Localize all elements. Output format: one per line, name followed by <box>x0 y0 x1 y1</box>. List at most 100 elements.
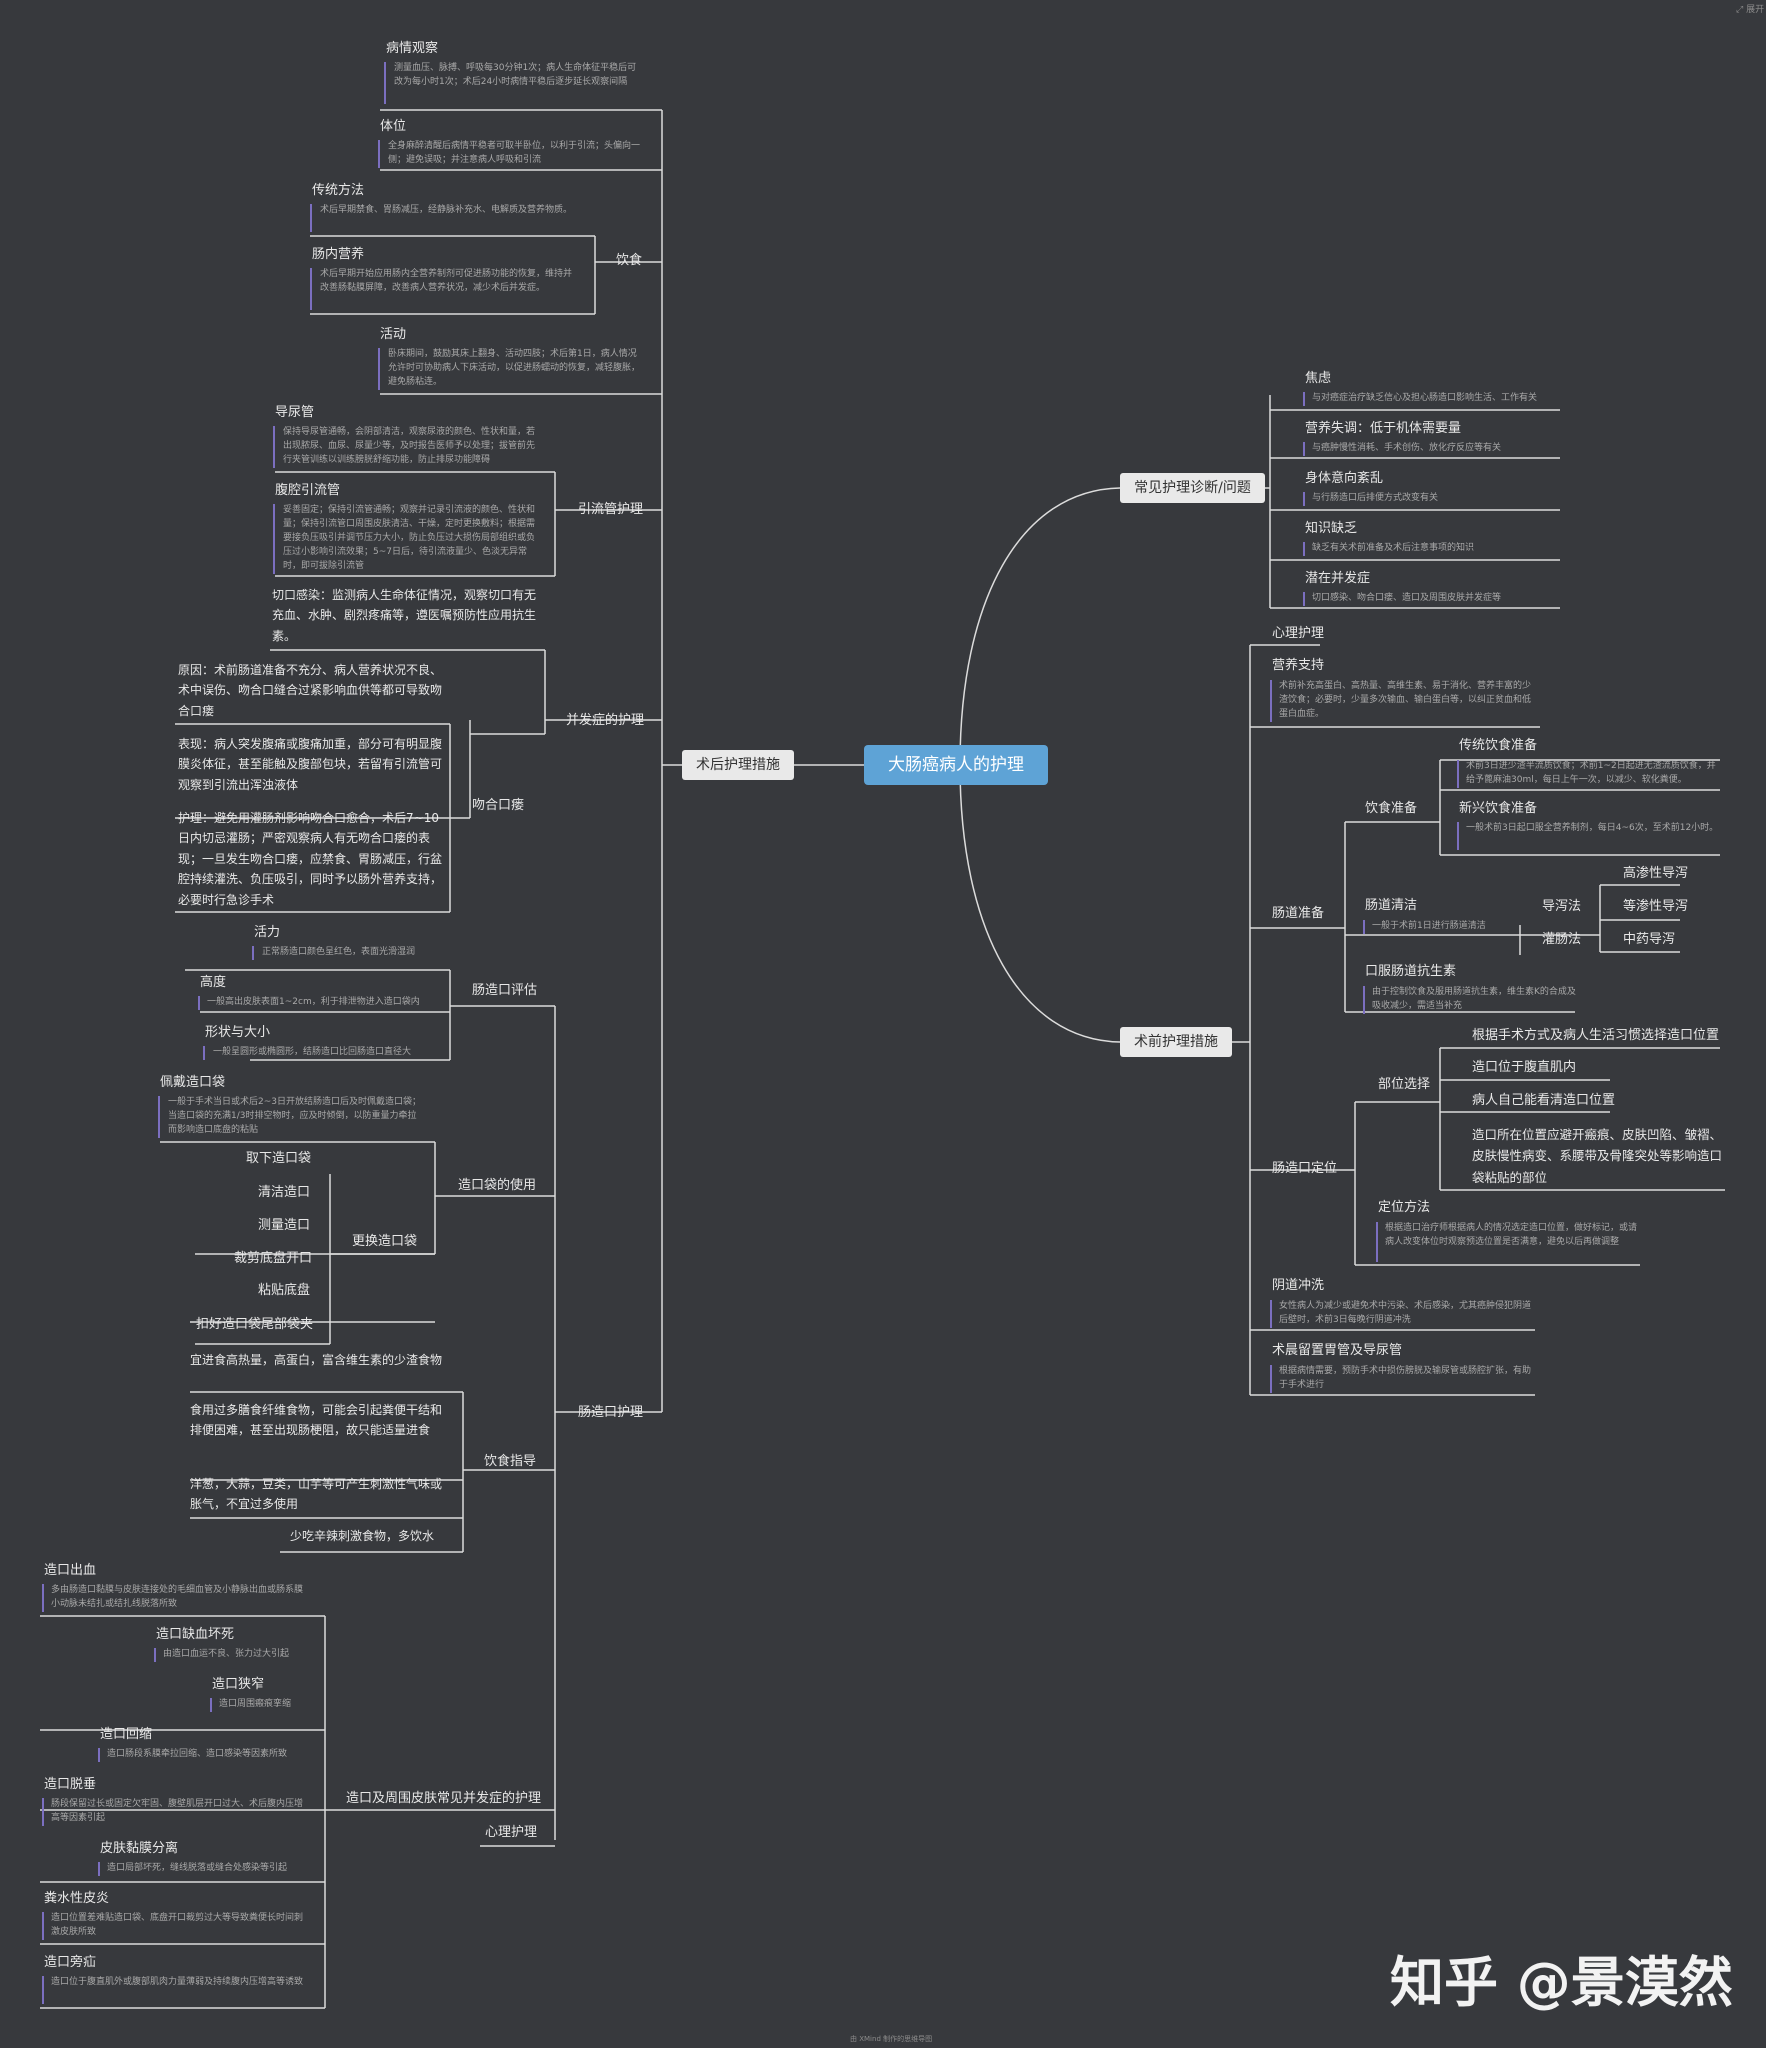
site-item[interactable]: 造口所在位置应避开瘢痕、皮肤凹陷、皱褶、皮肤慢性病变、系腰带及骨隆突处等影响造口… <box>1472 1127 1723 1185</box>
branch-nursing-diagnosis[interactable]: 常见护理诊断/问题 <box>1120 473 1265 503</box>
diag-body-image-desc: 与行肠造口后排便方式改变有关 <box>1312 493 1439 503</box>
preop-antibiotic[interactable]: 口服肠道抗生素 <box>1365 964 1457 979</box>
skin-complication-item[interactable]: 造口缺血坏死 <box>156 1627 235 1642</box>
footer-credit: 由 XMind 制作的思维导图 <box>850 2035 933 2043</box>
remove-stoma-bag[interactable]: 取下造口袋 <box>246 1151 312 1166</box>
leak-cause[interactable]: 原因：术前肠道准备不充分、病人营养状况不良、术中误伤、吻合口缝合过紧影响血供等都… <box>178 663 443 718</box>
stoma-shape-size[interactable]: 形状与大小 <box>205 1025 271 1040</box>
postop-stoma-psych[interactable]: 心理护理 <box>485 1825 538 1840</box>
zhihu-watermark: 知乎 @景漠然 <box>1390 1951 1733 2014</box>
diet-guidance-item[interactable]: 食用过多膳食纤维食物，可能会引起粪便干结和排便困难，甚至出现肠梗阻，故只能适量进… <box>190 1403 443 1438</box>
preop-new-diet-desc: 一般术前3日起口服全营养制剂，每日4~6次，至术前12小时。 <box>1466 823 1719 833</box>
diag-complication-desc: 切口感染、吻合口瘘、造口及周围皮肤并发症等 <box>1312 593 1502 603</box>
preop-bowel-prep[interactable]: 肠道准备 <box>1272 906 1325 921</box>
skin-complication-item[interactable]: 造口脱垂 <box>44 1777 97 1792</box>
diag-complication[interactable]: 潜在并发症 <box>1305 571 1371 586</box>
diet-guidance[interactable]: 饮食指导 <box>484 1454 537 1469</box>
change-stoma-bag[interactable]: 更换造口袋 <box>352 1234 418 1249</box>
preop-nutrition[interactable]: 营养支持 <box>1272 658 1325 673</box>
diag-anxiety[interactable]: 焦虑 <box>1305 371 1332 386</box>
diet-guidance-item[interactable]: 洋葱，大蒜，豆类，山芋等可产生刺激性气味或胀气，不宜过多使用 <box>190 1477 443 1512</box>
skin-complication-item[interactable]: 造口回缩 <box>100 1727 153 1742</box>
skin-complication-desc: 多由肠造口黏膜与皮肤连接处的毛细血管及小静脉出血或肠系膜小动脉未结扎或结扎线脱落… <box>51 1585 304 1609</box>
postop-drainage[interactable]: 引流管护理 <box>578 502 644 517</box>
preop-enema[interactable]: 灌肠法 <box>1542 932 1582 947</box>
postop-wound-infection[interactable]: 切口感染：监测病人生命体征情况，观察切口有无充血、水肿、剧烈疼痛等，遵医嘱预防性… <box>272 588 537 643</box>
skin-complication-desc: 造口局部坏死，缝线脱落或缝合处感染等引起 <box>107 1863 288 1873</box>
preop-vaginal-irrigation[interactable]: 阴道冲洗 <box>1272 1278 1325 1293</box>
site-item[interactable]: 造口位于腹直肌内 <box>1472 1060 1577 1075</box>
skin-complication-desc: 由造口血运不良、张力过大引起 <box>163 1649 290 1659</box>
skin-complication-item[interactable]: 皮肤黏膜分离 <box>100 1841 179 1856</box>
skin-complication-desc: 造口位于腹直肌外或腹部肌肉力量薄弱及持续腹内压增高等诱致 <box>51 1977 304 1987</box>
diag-malnutrition[interactable]: 营养失调：低于机体需要量 <box>1305 421 1462 436</box>
root-topic[interactable]: 大肠癌病人的护理 <box>864 745 1048 785</box>
stoma-assessment[interactable]: 肠造口评估 <box>472 983 538 998</box>
postop-observation[interactable]: 病情观察 <box>386 41 439 56</box>
stoma-height[interactable]: 高度 <box>200 975 227 990</box>
skin-complication-desc: 造口位置差难贴造口袋、底盘开口裁剪过大等导致粪便长时间刺激皮肤所致 <box>51 1913 304 1937</box>
postop-diet-traditional[interactable]: 传统方法 <box>312 183 365 198</box>
preop-new-diet[interactable]: 新兴饮食准备 <box>1459 801 1538 816</box>
postop-stoma-care[interactable]: 肠造口护理 <box>578 1405 644 1420</box>
preop-positioning-method[interactable]: 定位方法 <box>1378 1200 1431 1215</box>
preop-psych[interactable]: 心理护理 <box>1272 626 1325 641</box>
preop-bowel-cleaning[interactable]: 肠道清洁 <box>1365 898 1418 913</box>
change-step[interactable]: 清洁造口 <box>258 1185 311 1200</box>
preop-stoma-positioning[interactable]: 肠造口定位 <box>1272 1161 1338 1176</box>
skin-complication-item[interactable]: 造口旁疝 <box>44 1955 97 1970</box>
expand-label: 展开 <box>1746 5 1765 15</box>
postop-diet[interactable]: 饮食 <box>616 253 643 268</box>
skin-complication-desc: 造口周围瘢痕挛缩 <box>219 1699 292 1709</box>
preop-positioning-method-desc: 根据造口治疗师根据病人的情况选定造口位置，做好标记，或请病人改变体位时观察预选位… <box>1385 1223 1638 1247</box>
diag-malnutrition-desc: 与癌肿慢性消耗、手术创伤、放化疗反应等有关 <box>1312 443 1502 453</box>
preop-high-osmotic[interactable]: 高渗性导泻 <box>1623 866 1689 881</box>
preop-nutrition-desc: 术前补充高蛋白、高热量、高维生素、易于消化、营养丰富的少渣饮食；必要时，少量多次… <box>1279 681 1532 719</box>
diag-anxiety-desc: 与对癌症治疗缺乏信心及担心肠造口影响生活、工作有关 <box>1312 393 1538 403</box>
stoma-vitality[interactable]: 活力 <box>254 925 281 940</box>
postop-urinary-catheter[interactable]: 导尿管 <box>275 405 315 420</box>
postop-diet-enteral-desc: 术后早期开始应用肠内全营养制剂可促进肠功能的恢复，维持并改善肠黏膜屏障，改善病人… <box>320 269 573 293</box>
branch-preop-care[interactable]: 术前护理措施 <box>1120 1027 1232 1057</box>
postop-position[interactable]: 体位 <box>380 119 407 134</box>
skin-complication-item[interactable]: 粪水性皮炎 <box>44 1891 110 1906</box>
skin-complication-item[interactable]: 造口狭窄 <box>212 1677 265 1692</box>
postop-activity[interactable]: 活动 <box>380 327 407 342</box>
preop-site-selection[interactable]: 部位选择 <box>1378 1077 1431 1092</box>
postop-complications[interactable]: 并发症的护理 <box>566 713 645 728</box>
diag-knowledge-desc: 缺乏有关术前准备及术后注意事项的知识 <box>1312 543 1475 553</box>
diet-guidance-item[interactable]: 少吃辛辣刺激食物，多饮水 <box>290 1529 435 1543</box>
postop-observation-desc: 测量血压、脉搏、呼吸每30分钟1次；病人生命体征平稳后可改为每小时1次；术后24… <box>394 63 637 87</box>
stoma-bag-use[interactable]: 造口袋的使用 <box>458 1178 537 1193</box>
postop-diet-enteral[interactable]: 肠内营养 <box>312 247 365 262</box>
leak-care[interactable]: 护理：避免用灌肠剂影响吻合口愈合，术后7~10日内切忌灌肠；严密观察病人有无吻合… <box>178 811 443 907</box>
preop-laxative[interactable]: 导泻法 <box>1542 899 1582 914</box>
preop-iso-osmotic[interactable]: 等渗性导泻 <box>1623 899 1689 914</box>
preop-herbal-laxative[interactable]: 中药导泻 <box>1623 932 1676 947</box>
stoma-shape-size-desc: 一般呈圆形或椭圆形，结肠造口比回肠造口直径大 <box>213 1047 412 1057</box>
preop-trad-diet-desc: 术前3日进少渣半流质饮食；术前1~2日起进无渣流质饮食，并给予蓖麻油30ml，每… <box>1466 761 1716 785</box>
preop-tubes[interactable]: 术晨留置胃管及导尿管 <box>1272 1343 1403 1358</box>
skin-complication-desc: 造口肠段系膜牵拉回缩、造口感染等因素所致 <box>107 1749 288 1759</box>
clip-bag-tail[interactable]: 扣好造口袋尾部袋夹 <box>196 1317 314 1332</box>
change-step[interactable]: 粘贴底盘 <box>258 1283 311 1298</box>
change-step[interactable]: 测量造口 <box>258 1218 311 1233</box>
preop-diet-prep[interactable]: 饮食准备 <box>1365 801 1418 816</box>
expand-icon[interactable]: ⤢ 展开 <box>1736 5 1765 15</box>
branch-postop-care[interactable]: 术后护理措施 <box>682 750 794 780</box>
diag-knowledge[interactable]: 知识缺乏 <box>1305 521 1358 536</box>
skin-complication-item[interactable]: 造口出血 <box>44 1563 97 1578</box>
wear-stoma-bag[interactable]: 佩戴造口袋 <box>160 1075 226 1090</box>
site-item[interactable]: 病人自己能看清造口位置 <box>1472 1093 1616 1108</box>
change-step[interactable]: 裁剪底盘开口 <box>234 1251 313 1266</box>
leak-sign[interactable]: 表现：病人突发腹痛或腹痛加重，部分可有明显腹膜炎体征，甚至能触及腹部包块，若留有… <box>178 737 443 792</box>
postop-anastomotic-leak[interactable]: 吻合口瘘 <box>472 798 525 813</box>
diag-body-image[interactable]: 身体意向紊乱 <box>1305 471 1384 486</box>
site-item[interactable]: 根据手术方式及病人生活习惯选择造口位置 <box>1472 1028 1720 1043</box>
postop-abdominal-drain[interactable]: 腹腔引流管 <box>275 483 341 498</box>
diet-guidance-item[interactable]: 宜进食高热量，高蛋白，富含维生素的少渣食物 <box>190 1353 443 1367</box>
preop-trad-diet[interactable]: 传统饮食准备 <box>1459 738 1538 753</box>
stoma-height-desc: 一般高出皮肤表面1~2cm，利于排泄物进入造口袋内 <box>207 997 420 1007</box>
stoma-skin-complications[interactable]: 造口及周围皮肤常见并发症的护理 <box>346 1791 542 1806</box>
